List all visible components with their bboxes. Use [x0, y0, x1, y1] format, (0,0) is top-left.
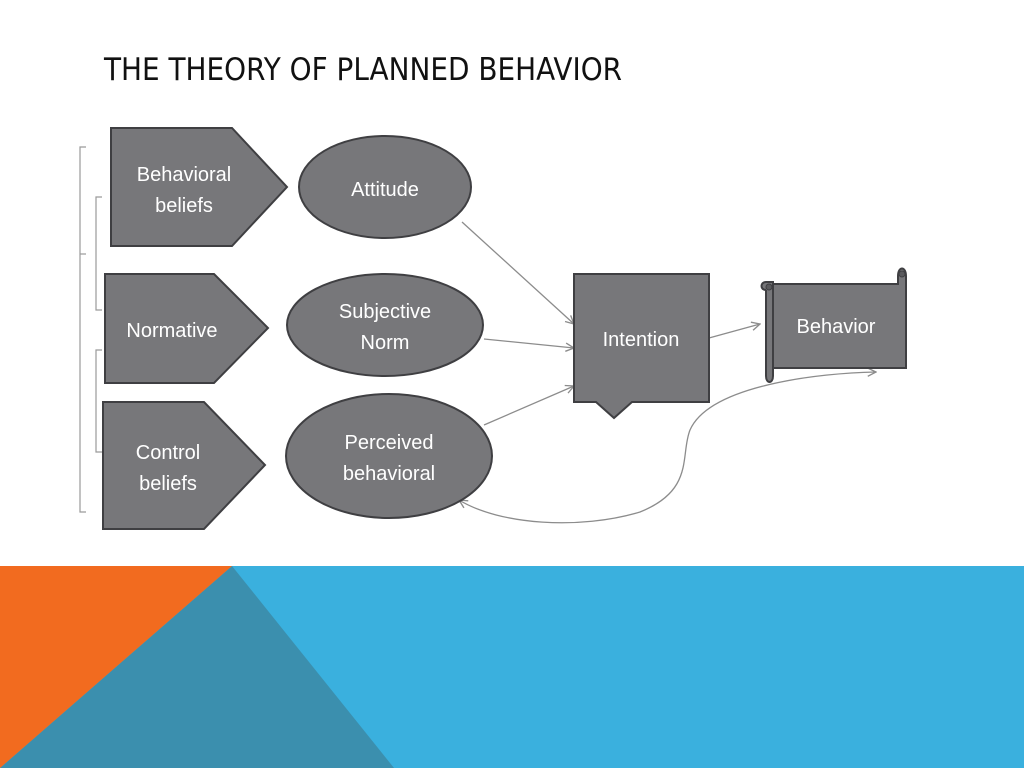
subjective-norm-label-1: Subjective	[339, 301, 431, 323]
intention-label: Intention	[603, 329, 680, 351]
perceived-behavioral-label-1: Perceived	[345, 432, 434, 454]
control-beliefs-label-2: beliefs	[139, 473, 197, 495]
attitude-label: Attitude	[351, 179, 419, 201]
arrow-intention-behavior	[708, 324, 760, 339]
behavior-node: Behavior	[760, 267, 907, 383]
outer-bracket	[79, 146, 86, 513]
subjective-norm-node: Subjective Norm	[286, 273, 484, 377]
perceived-behavioral-node: Perceived behavioral	[285, 393, 493, 519]
behavioral-beliefs-label-2: beliefs	[155, 195, 213, 217]
footer-orange-triangle	[0, 566, 232, 768]
intention-node: Intention	[573, 273, 710, 420]
page-title: THE THEORY OF PLANNED BEHAVIOR	[104, 52, 623, 88]
arrow-perceived-behavior-curve	[459, 372, 876, 524]
theory-diagram: Behavioral beliefs Normative Control bel…	[79, 127, 907, 530]
control-beliefs-node: Control beliefs	[102, 401, 267, 530]
normative-node: Normative	[104, 273, 270, 384]
arrow-attitude-intention	[461, 221, 574, 324]
behavioral-beliefs-label-1: Behavioral	[137, 164, 232, 186]
lower-bracket	[95, 349, 102, 453]
arrow-perceived-intention	[483, 386, 574, 426]
subjective-norm-label-2: Norm	[361, 332, 410, 354]
behavioral-beliefs-node: Behavioral beliefs	[110, 127, 289, 247]
upper-bracket	[95, 196, 102, 311]
behavior-label: Behavior	[797, 316, 876, 338]
footer-teal-triangle	[0, 566, 394, 768]
control-beliefs-label-1: Control	[136, 442, 200, 464]
perceived-behavioral-label-2: behavioral	[343, 463, 435, 485]
normative-label: Normative	[126, 320, 217, 342]
arrow-norm-intention	[483, 338, 574, 348]
attitude-node: Attitude	[298, 135, 472, 239]
footer-band	[0, 566, 1024, 768]
